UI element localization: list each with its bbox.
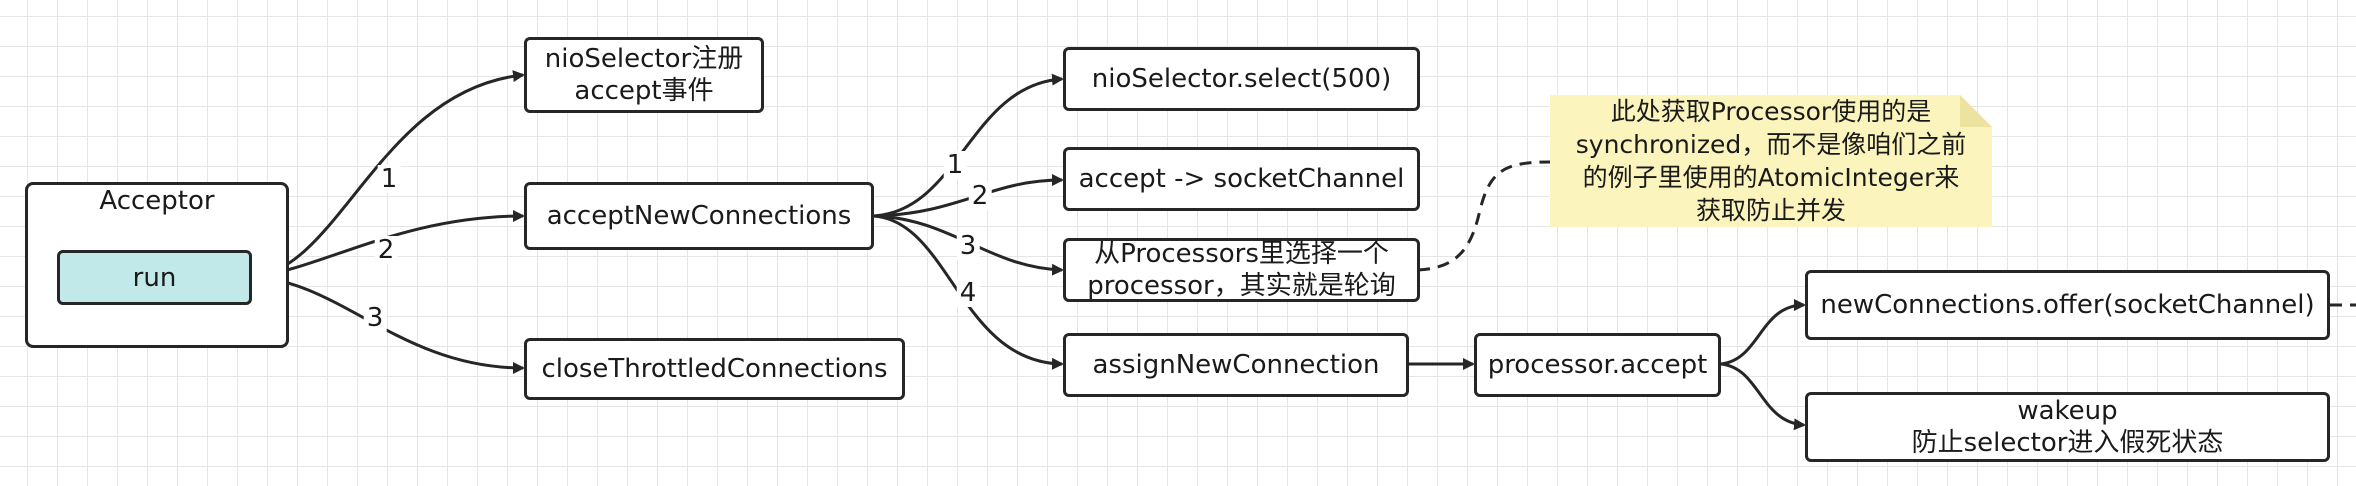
register-line-1: nioSelector注册	[544, 44, 744, 74]
edge-processor-offer	[1720, 299, 1806, 366]
choose-processor-line-1: 从Processors里选择一个	[1094, 239, 1389, 269]
note-line-3: 的例子里使用的AtomicInteger来	[1582, 163, 1960, 192]
choose-processor-line-2: processor，其实就是轮询	[1087, 271, 1396, 301]
note-line-2: synchronized，而不是像咱们之前	[1575, 130, 1967, 159]
accept-new-connections-node[interactable]: acceptNewConnections	[524, 182, 874, 250]
edge-label-run-1: 1	[377, 165, 401, 193]
edge-run-close	[251, 275, 525, 374]
note-line-4: 获取防止并发	[1695, 196, 1846, 225]
assign-new-connection-node[interactable]: assignNewConnection	[1063, 333, 1409, 397]
edge-label-run-2: 2	[374, 236, 398, 264]
note-line-1: 此处获取Processor使用的是	[1610, 97, 1932, 126]
new-connections-offer-node[interactable]: newConnections.offer(socketChannel)	[1805, 270, 2330, 340]
register-line-2: accept事件	[574, 76, 714, 106]
edge-processor-wakeup	[1720, 362, 1806, 431]
choose-processor-node[interactable]: 从Processors里选择一个 processor，其实就是轮询	[1063, 238, 1420, 302]
edge-label-acc-2: 2	[968, 182, 992, 210]
edge-accept-select	[873, 73, 1064, 218]
edge-label-acc-1: 1	[943, 151, 967, 179]
synchronized-note: 此处获取Processor使用的是 synchronized，而不是像咱们之前 …	[1550, 95, 1992, 227]
edge-label-acc-4: 4	[956, 279, 980, 307]
acceptor-title: Acceptor	[99, 186, 215, 216]
edge-choose-note	[1417, 160, 1551, 272]
wakeup-line-1: wakeup	[2017, 396, 2118, 426]
edge-label-run-3: 3	[363, 304, 387, 332]
close-throttled-connections-node[interactable]: closeThrottledConnections	[524, 338, 905, 400]
edge-label-acc-3: 3	[956, 232, 980, 260]
wakeup-node[interactable]: wakeup 防止selector进入假死状态	[1805, 392, 2330, 462]
wakeup-line-2: 防止selector进入假死状态	[1911, 428, 2224, 458]
socket-channel-node[interactable]: accept -> socketChannel	[1063, 147, 1420, 211]
selector-select-node[interactable]: nioSelector.select(500)	[1063, 47, 1420, 111]
processor-accept-node[interactable]: processor.accept	[1474, 333, 1721, 397]
run-node[interactable]: run	[57, 250, 252, 305]
register-accept-node[interactable]: nioSelector注册 accept事件	[524, 37, 764, 113]
